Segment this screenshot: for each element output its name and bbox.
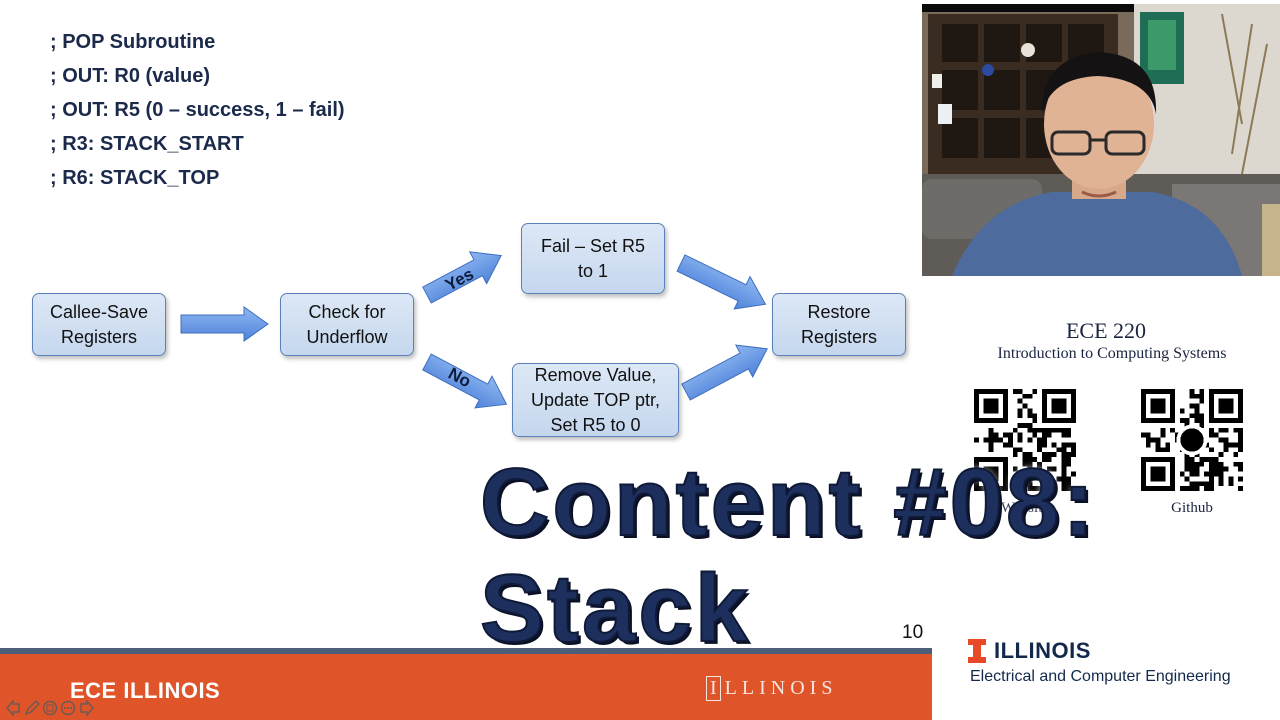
slideshow-controls	[6, 700, 94, 716]
callee-save-box: Callee-Save Registers	[32, 293, 166, 356]
website-qr-code[interactable]	[974, 388, 1076, 492]
instructor-webcam	[922, 4, 1280, 276]
illinois-logo-text: ILLINOIS	[994, 638, 1091, 663]
next-arrow-icon[interactable]	[78, 700, 94, 716]
pen-icon[interactable]	[24, 700, 40, 716]
remove-value-box: Remove Value, Update TOP ptr, Set R5 to …	[512, 363, 679, 437]
code-line: ; OUT: R0 (value)	[50, 65, 211, 87]
footer-illinois-text: LLINOIS	[724, 677, 838, 699]
more-icon[interactable]	[60, 700, 76, 716]
code-line: ; POP Subroutine	[50, 31, 216, 53]
overlay-line-1: Content #08:	[479, 449, 1098, 557]
code-line: ; R6: STACK_TOP	[50, 167, 220, 189]
footer-ece-illinois: ECE ILLINOIS	[70, 678, 221, 703]
github-icon	[1180, 428, 1204, 452]
code-comments: ; POP Subroutine ; OUT: R0 (value) ; OUT…	[50, 30, 345, 200]
illinois-block-i-icon: I	[706, 676, 721, 701]
content-overlay-title: Content #08: Stack	[479, 449, 1098, 663]
overlay-line-2: Stack	[479, 555, 752, 663]
footer-stripe	[0, 648, 932, 654]
arrow-yes-icon	[422, 251, 502, 304]
arrow-right-icon	[180, 306, 269, 342]
fail-box: Fail – Set R5 to 1	[521, 223, 665, 294]
code-line: ; OUT: R5 (0 – success, 1 – fail)	[50, 99, 345, 121]
webcam-feed-image	[922, 4, 1280, 276]
arrow-down-right-icon	[676, 254, 767, 310]
check-underflow-box: Check for Underflow	[280, 293, 414, 356]
restore-box: Restore Registers	[772, 293, 906, 356]
prev-arrow-icon[interactable]	[6, 700, 22, 716]
department-name: Electrical and Computer Engineering	[970, 668, 1231, 685]
illinois-block-i-icon	[968, 639, 986, 663]
illinois-logo: ILLINOIS	[968, 638, 1091, 664]
course-title: ECE 220	[1065, 318, 1147, 343]
github-label: Github	[1171, 500, 1213, 516]
github-qr-code[interactable]	[1141, 388, 1243, 492]
slide: ; POP Subroutine ; OUT: R0 (value) ; OUT…	[32, 30, 924, 643]
course-subtitle: Introduction to Computing Systems	[997, 345, 1227, 362]
flow-arrows	[180, 251, 769, 409]
website-label: Website	[1001, 500, 1049, 516]
arrow-no-icon	[422, 353, 508, 409]
slide-number: 10	[902, 622, 924, 643]
code-line: ; R3: STACK_START	[50, 133, 244, 155]
slides-icon[interactable]	[42, 700, 58, 716]
arrow-up-right-icon	[681, 344, 769, 401]
